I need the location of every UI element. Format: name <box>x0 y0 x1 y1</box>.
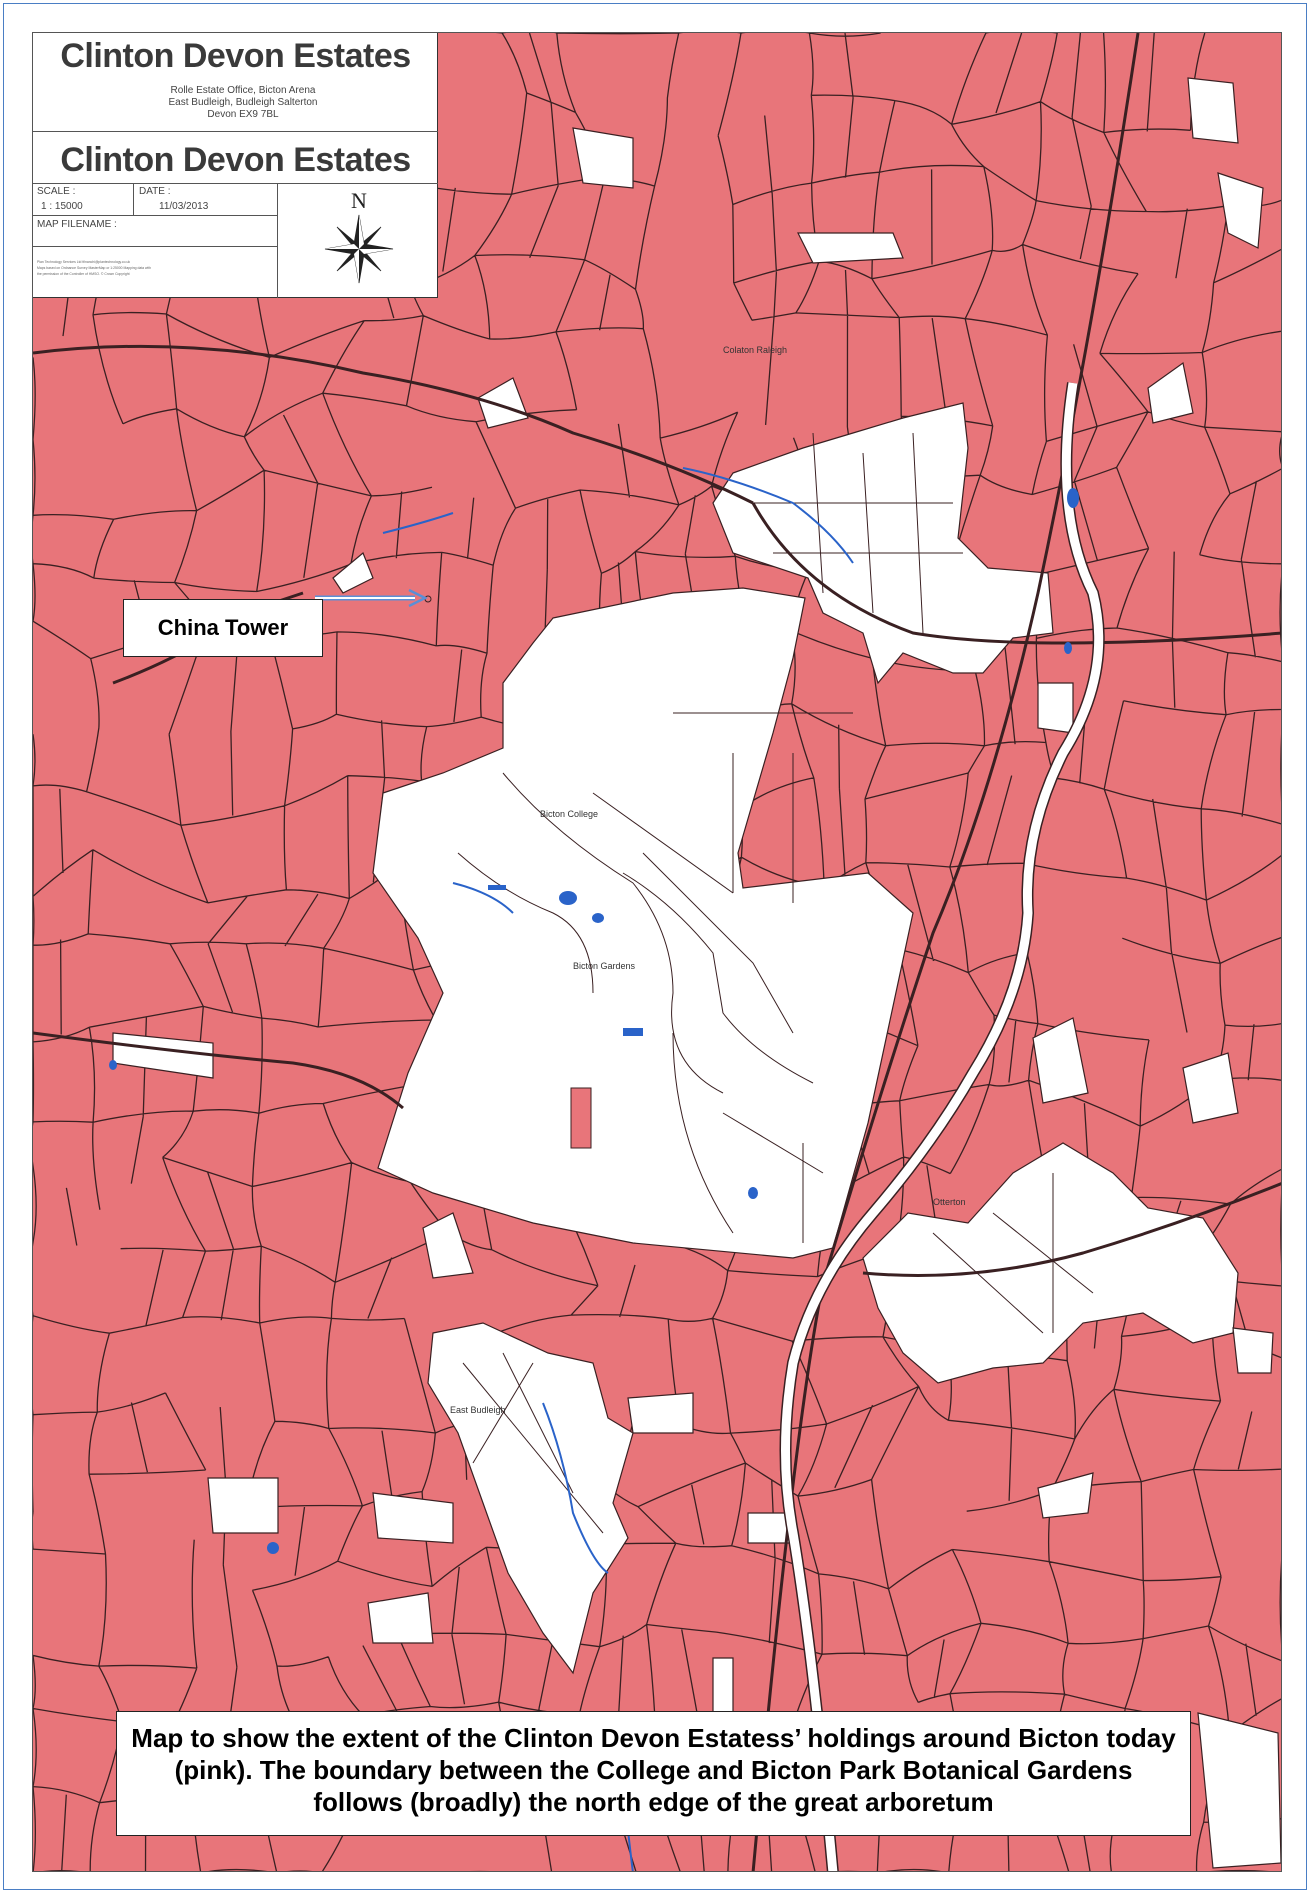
park-detail-lines <box>457 432 1094 1534</box>
label-otterton: Otterton <box>933 1197 966 1207</box>
white-field <box>372 1492 454 1544</box>
non-estate-land <box>112 77 1281 1869</box>
address-line: East Budleigh, Budleigh Salterton <box>168 97 318 108</box>
white-field <box>1187 77 1239 144</box>
east-budleigh-area <box>427 1322 634 1675</box>
estate-title: Clinton Devon Estates <box>60 37 411 75</box>
pond <box>267 1542 279 1554</box>
scale-label: SCALE : <box>37 186 76 197</box>
white-field <box>1182 1052 1239 1124</box>
pond <box>1067 488 1079 508</box>
label-bicton-college: Bicton College <box>540 809 599 819</box>
compass-rose-icon <box>324 214 394 284</box>
white-field <box>572 127 634 189</box>
china-tower-label: China Tower <box>123 599 323 657</box>
pond <box>748 1187 758 1199</box>
lake <box>592 913 604 923</box>
date-value: 11/03/2013 <box>159 201 209 212</box>
label-bicton-gardens: Bicton Gardens <box>573 961 636 971</box>
divider <box>33 183 438 184</box>
label-east-budleigh: East Budleigh <box>450 1405 506 1415</box>
estate-parcel <box>570 1087 592 1149</box>
china-tower-marker <box>424 595 432 603</box>
estate-title-secondary: Clinton Devon Estates <box>60 141 411 179</box>
note-line: Plan Technology Services Ltd tfinanchi@p… <box>37 260 131 264</box>
water-features <box>109 488 1079 1798</box>
white-field <box>207 1477 279 1534</box>
date-label: DATE : <box>139 186 171 197</box>
lake <box>559 891 577 905</box>
page-frame: Colaton Raleigh Bicton College Bicton Ga… <box>3 3 1307 1890</box>
white-field <box>332 552 374 594</box>
copyright-notes: Plan Technology Services Ltd tfinanchi@p… <box>37 259 273 277</box>
otterton-area <box>862 1142 1239 1384</box>
divider <box>277 183 278 298</box>
scale-value: 1 : 15000 <box>41 201 83 212</box>
white-field <box>1217 172 1264 249</box>
estate-address: Rolle Estate Office, Bicton Arena East B… <box>133 85 353 121</box>
map-caption: Map to show the extent of the Clinton De… <box>116 1711 1191 1836</box>
divider <box>33 131 438 132</box>
white-field <box>1232 1327 1274 1374</box>
white-field <box>1037 1472 1094 1519</box>
map-title-block: Clinton Devon Estates Rolle Estate Offic… <box>33 33 438 298</box>
white-field <box>367 1592 434 1644</box>
white-field <box>712 1657 734 1714</box>
divider <box>33 215 277 216</box>
pond <box>623 1028 643 1036</box>
white-field <box>477 377 529 429</box>
divider <box>33 246 277 247</box>
estate-map: Colaton Raleigh Bicton College Bicton Ga… <box>32 32 1282 1872</box>
address-line: Rolle Estate Office, Bicton Arena <box>170 85 316 96</box>
river-otter <box>779 382 1105 1871</box>
address-line: Devon EX9 7BL <box>207 109 279 120</box>
white-field <box>797 232 904 264</box>
divider <box>133 183 134 215</box>
filename-label: MAP FILENAME : <box>37 219 117 230</box>
roads <box>33 33 1281 1871</box>
map-canvas <box>33 33 1281 1871</box>
china-tower-arrow <box>315 588 428 608</box>
pond <box>109 1060 117 1070</box>
white-field <box>627 1392 694 1434</box>
white-field <box>1037 682 1074 734</box>
pond <box>1064 642 1072 654</box>
white-field <box>422 1212 474 1279</box>
note-line: Maps based on Ordnance Survey MasterMap … <box>37 266 152 270</box>
white-field <box>112 1032 214 1079</box>
white-field <box>1032 1017 1089 1104</box>
bicton-park-area <box>372 587 914 1259</box>
colaton-raleigh-area <box>712 402 1054 685</box>
pond <box>488 885 506 890</box>
note-line: the permission of the Controller of HMSO… <box>37 272 130 276</box>
white-field <box>1197 1712 1281 1869</box>
north-label: N <box>351 188 367 213</box>
label-colaton-raleigh: Colaton Raleigh <box>723 345 788 355</box>
white-field <box>1147 361 1194 424</box>
